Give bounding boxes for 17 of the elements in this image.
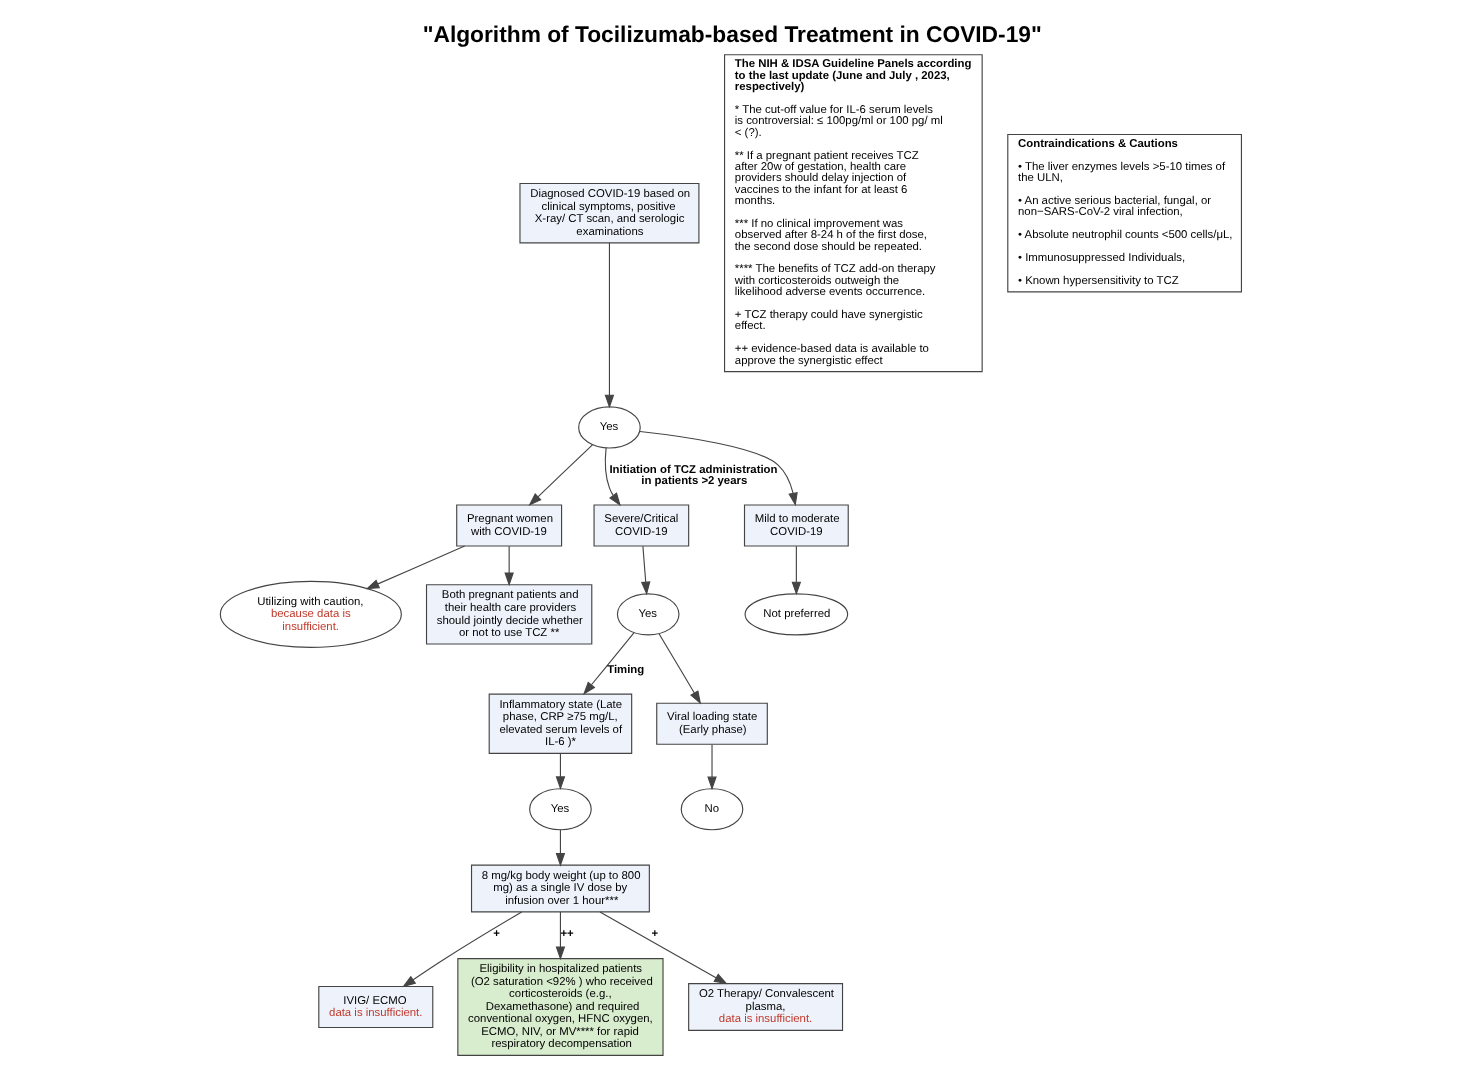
arrow (503, 545, 513, 587)
arrow (603, 447, 620, 507)
arrow (603, 242, 614, 409)
arrow (364, 545, 465, 590)
arrow (554, 752, 565, 791)
arrow (639, 545, 650, 596)
arrow (554, 829, 565, 867)
arrow (638, 430, 797, 507)
diagram-title: "Algorithm of Tocilizumab-based Treatment in COVID-19" (421, 24, 1041, 49)
arrow (401, 911, 522, 988)
arrow (598, 911, 727, 985)
arrow (790, 545, 801, 596)
arrow (582, 632, 634, 696)
arrow (554, 911, 565, 961)
arrow (527, 444, 592, 506)
arrow (706, 744, 716, 791)
arrow (657, 633, 701, 705)
